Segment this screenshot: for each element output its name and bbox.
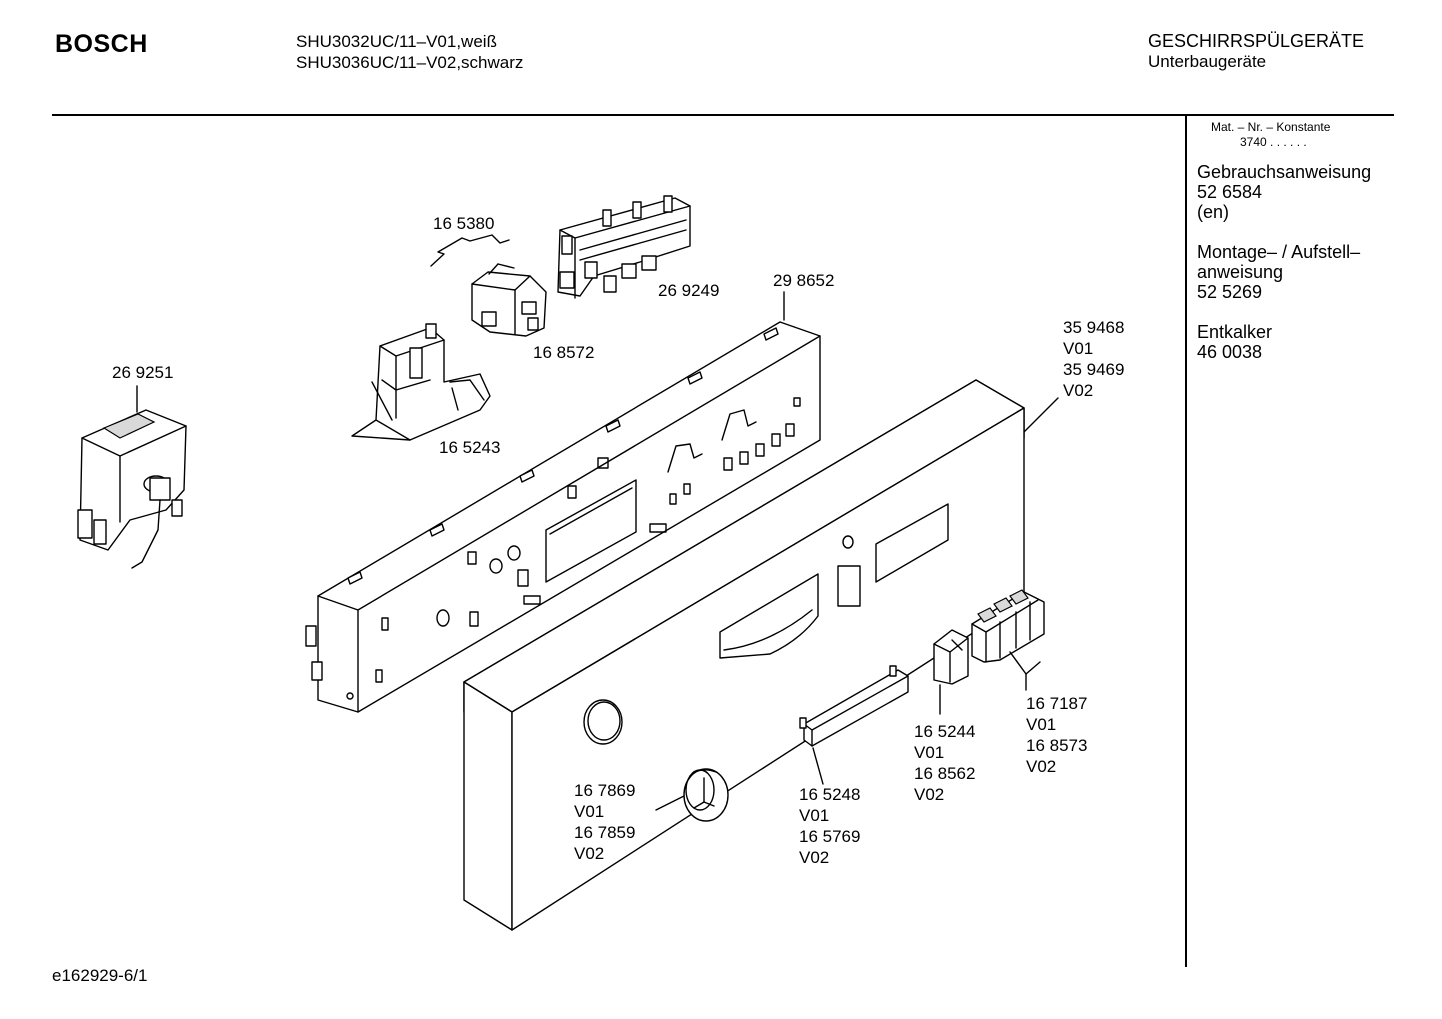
- switch-block-part[interactable]: [558, 196, 690, 298]
- doc-user-manual: Gebrauchsanweisung 52 6584 (en): [1197, 162, 1372, 222]
- header-divider: [52, 114, 1394, 116]
- leader-lines: [137, 292, 1058, 810]
- part-label-167187: 16 7187 V01 16 8573 V02: [1026, 694, 1088, 776]
- small-switch-part[interactable]: [472, 264, 546, 336]
- sidebar-divider: [1185, 115, 1187, 967]
- doc-installation-manual: Montage– / Aufstell– anweisung 52 5269: [1197, 242, 1361, 302]
- doc-descaler: Entkalker 46 0038: [1197, 322, 1273, 362]
- part-label-269249: 26 9249: [658, 281, 720, 300]
- mat-nr-label: Mat. – Nr. – Konstante: [1211, 120, 1331, 134]
- brand-logo: BOSCH: [55, 30, 148, 58]
- front-panel-fascia-part[interactable]: [464, 380, 1024, 930]
- part-label-359468: 35 9468 V01 35 9469 V02: [1063, 318, 1125, 400]
- rotary-knob-part[interactable]: [684, 769, 728, 821]
- exploded-view-drawing: [0, 0, 1180, 960]
- mat-nr-value: 3740 . . . . . .: [1240, 135, 1307, 149]
- light-bar-part[interactable]: [800, 666, 908, 746]
- model-line-1: SHU3032UC/11–V01,weiß: [296, 32, 497, 51]
- spring-wire-part[interactable]: [431, 235, 509, 266]
- bracket-housing-part[interactable]: [352, 324, 490, 440]
- button-set-part[interactable]: [972, 590, 1044, 662]
- part-label-165248: 16 5248 V01 16 5769 V02: [799, 785, 861, 867]
- part-label-165380: 16 5380: [433, 214, 495, 233]
- control-panel-frame-part[interactable]: [306, 322, 820, 712]
- part-label-167869: 16 7869 V01 16 7859 V02: [574, 781, 636, 863]
- part-label-298652: 29 8652: [773, 271, 835, 290]
- part-label-168572: 16 8572: [533, 343, 595, 362]
- single-button-part[interactable]: [934, 630, 968, 684]
- model-line-2: SHU3036UC/11–V02,schwarz: [296, 53, 524, 72]
- drawing-code: e162929-6/1: [52, 966, 148, 985]
- part-label-269251: 26 9251: [112, 363, 174, 382]
- category-title: GESCHIRRSPÜLGERÄTE: [1148, 31, 1365, 51]
- part-label-165244: 16 5244 V01 16 8562 V02: [914, 722, 976, 804]
- timer-motor-part[interactable]: [78, 410, 186, 568]
- part-label-165243: 16 5243: [439, 438, 501, 457]
- category-subtitle: Unterbaugeräte: [1148, 52, 1267, 71]
